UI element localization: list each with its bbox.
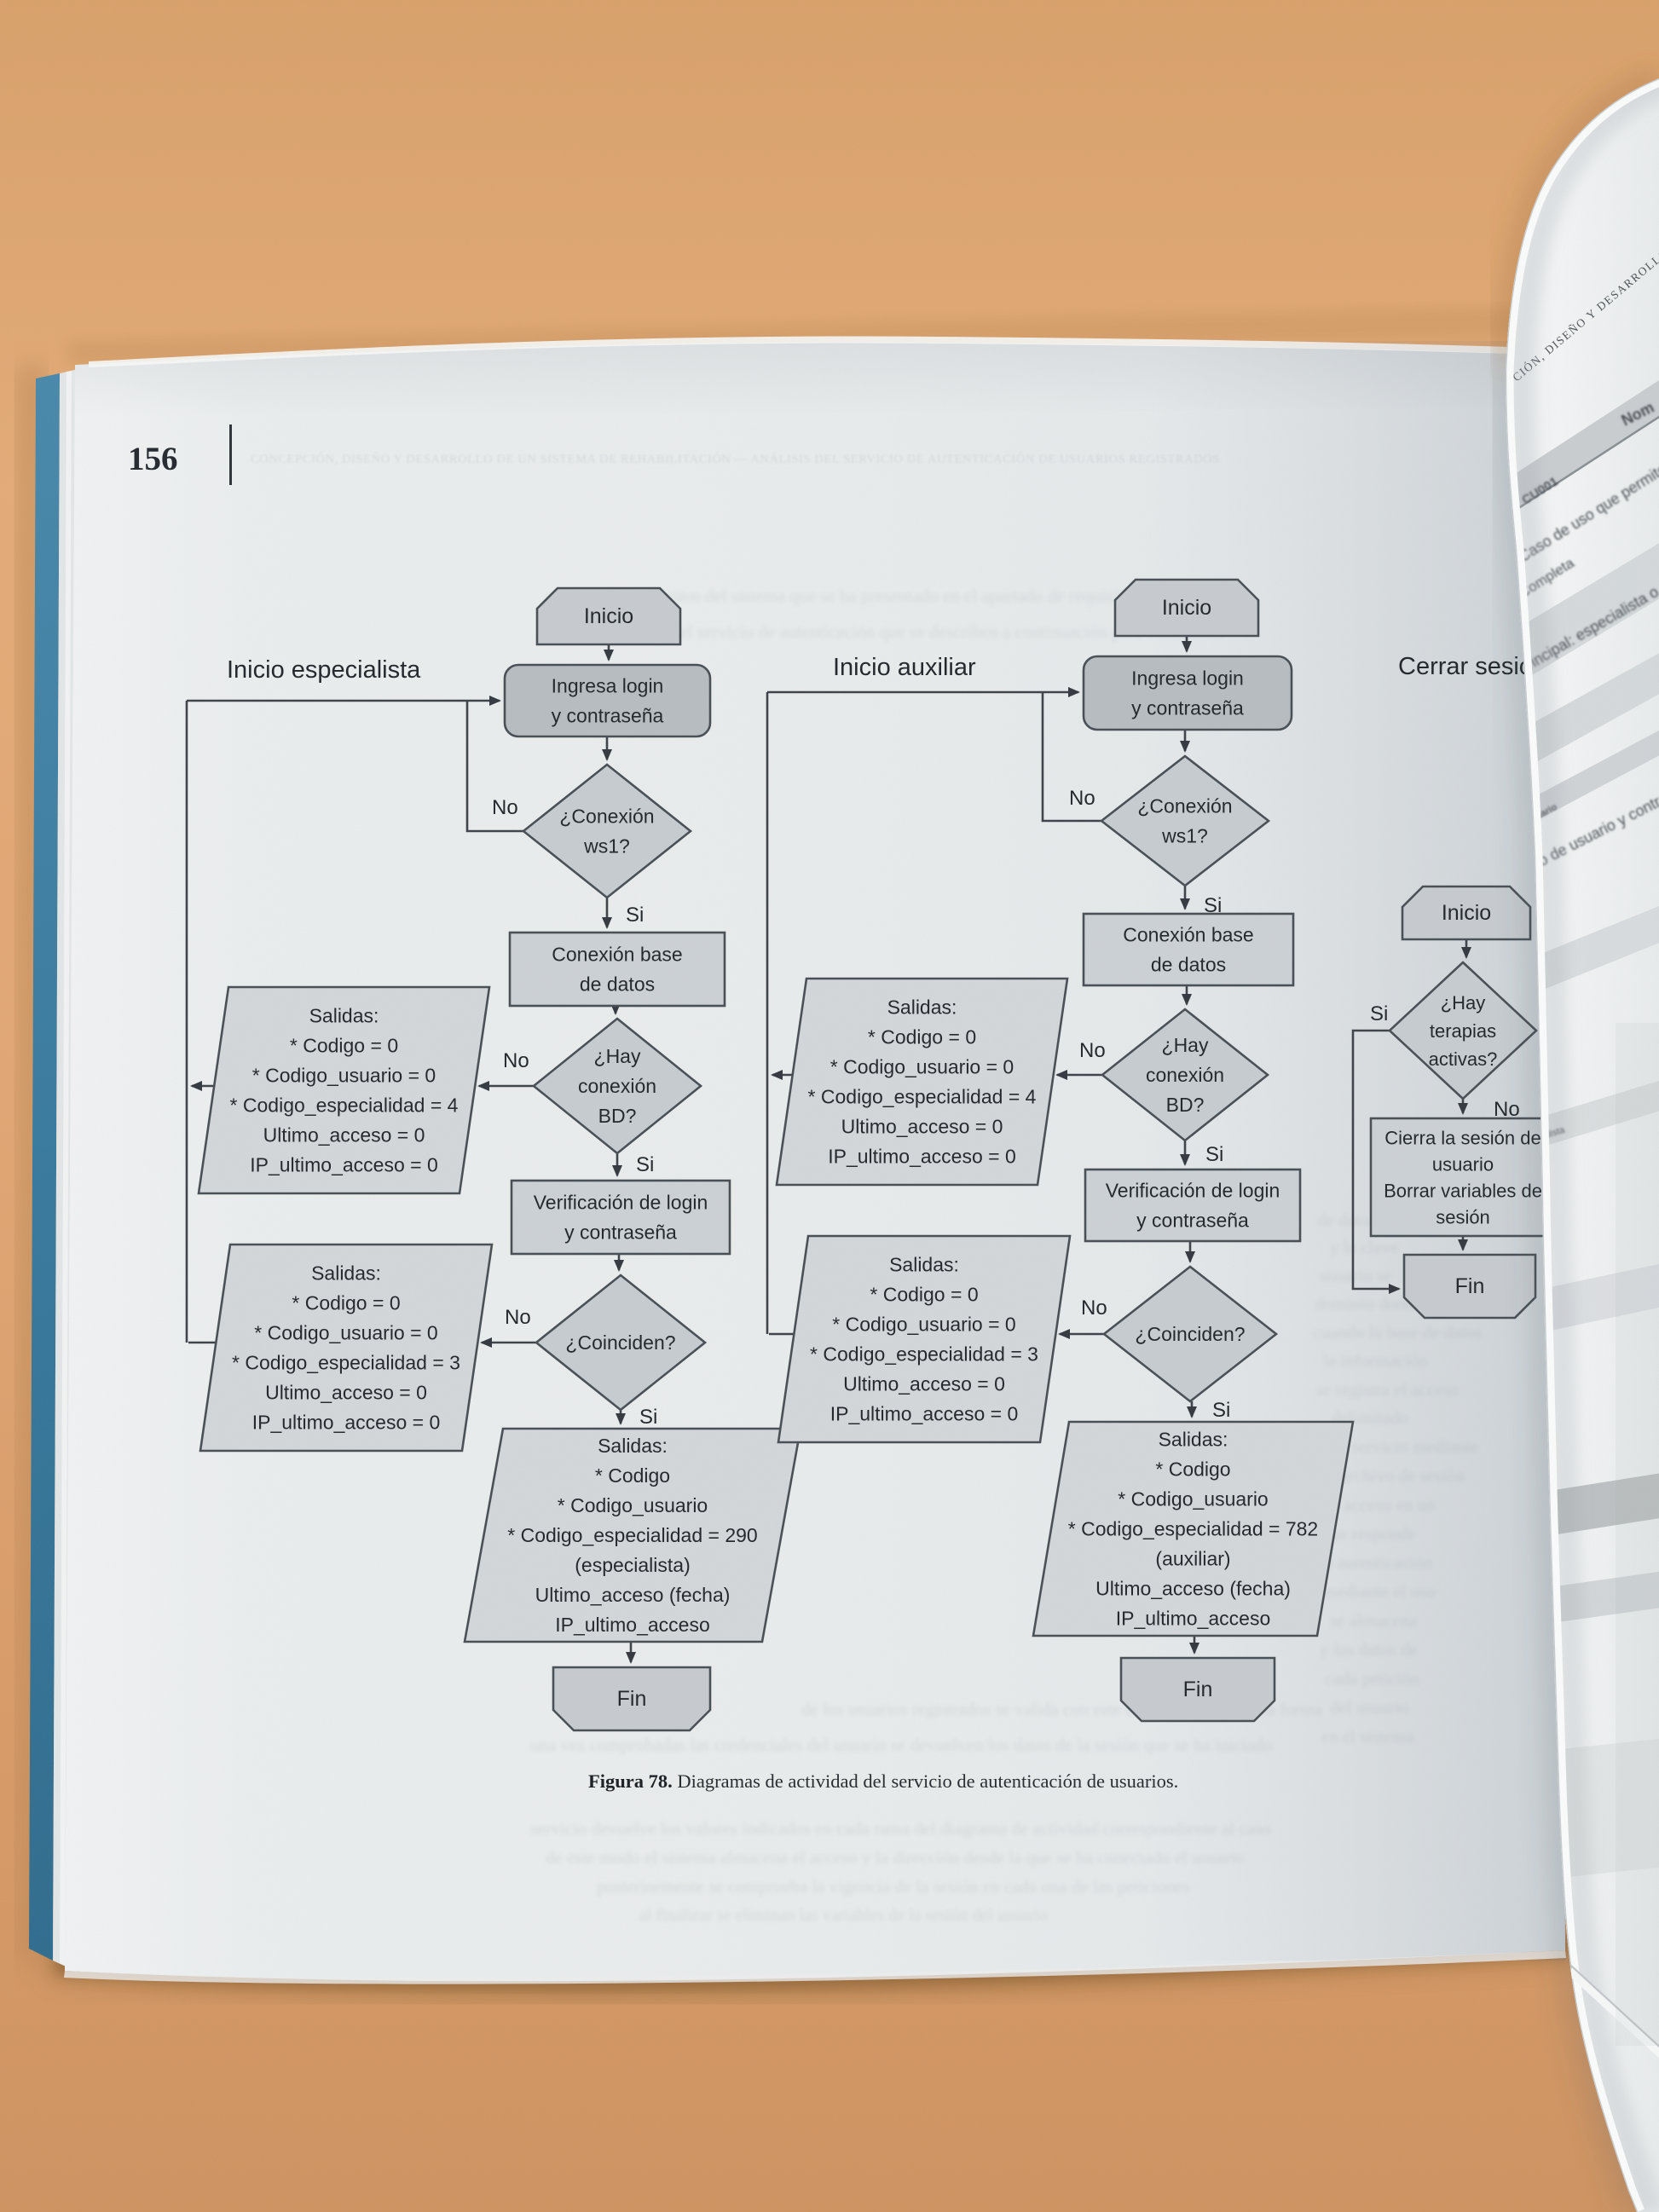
book-photo: al uso y los requisitos del sistema que … [0,0,1659,2212]
photo-grain [0,0,1659,2212]
